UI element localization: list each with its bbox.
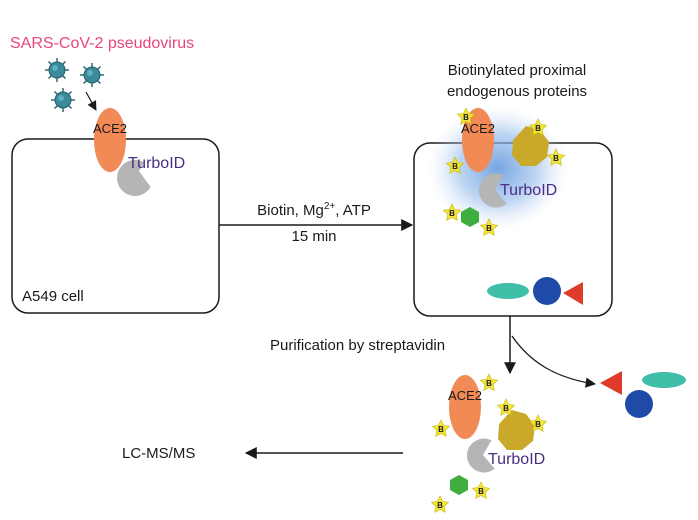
virus-label: SARS-CoV-2 pseudovirus	[10, 35, 194, 52]
hexagon-protein-right	[461, 207, 479, 227]
biotin-tag: B	[446, 156, 464, 174]
turboid-label-left: TurboID	[128, 155, 185, 172]
svg-text:B: B	[486, 224, 492, 233]
ace2-label-left: ACE2	[93, 121, 127, 136]
red-protein-unbound	[600, 371, 622, 395]
svg-text:B: B	[535, 124, 541, 133]
ace2-receptor-left	[94, 108, 126, 172]
unbound-arrow	[511, 335, 597, 388]
ace2-receptor-right	[462, 108, 494, 172]
ace2-receptor-purified	[449, 375, 481, 439]
biotin-tag: B	[443, 203, 461, 221]
svg-text:B: B	[449, 209, 455, 218]
biotin-tag: B	[480, 373, 498, 391]
svg-text:B: B	[452, 162, 458, 171]
octagon-protein-right	[512, 126, 549, 166]
reaction-label-superscript: 2+	[324, 201, 336, 212]
ace2-label-purified: ACE2	[448, 388, 482, 403]
blue-protein-right	[533, 277, 561, 305]
svg-text:B: B	[535, 420, 541, 429]
biotin-tag: B	[529, 118, 547, 136]
biotin-tag: B	[547, 148, 565, 166]
turboid-label-right: TurboID	[500, 182, 557, 199]
svg-text:B: B	[553, 154, 559, 163]
svg-text:B: B	[437, 501, 443, 510]
biotin-tag: B	[529, 414, 547, 432]
ace2-label-right: ACE2	[461, 121, 495, 136]
svg-text:B: B	[463, 113, 469, 122]
virus-particle-icon	[44, 57, 70, 83]
hexagon-protein-purified	[450, 475, 468, 495]
svg-text:B: B	[486, 379, 492, 388]
turboid-enzyme-left	[117, 160, 151, 196]
octagon-protein-purified	[498, 410, 535, 450]
reaction-label-suffix: , ATP	[335, 202, 371, 219]
biotinylated-label-line1: Biotinylated proximal	[448, 62, 586, 79]
blue-protein-unbound	[625, 390, 653, 418]
purification-label: Purification by streptavidin	[270, 337, 445, 354]
virus-particle-icon	[79, 62, 105, 88]
biotinylated-label-line2: endogenous proteins	[447, 83, 587, 100]
teal-protein-right	[487, 283, 529, 299]
cell-label: A549 cell	[22, 288, 84, 305]
virus-particle-icon	[50, 87, 76, 113]
reaction-label-prefix: Biotin, Mg	[257, 202, 324, 219]
biotin-tag: B	[480, 218, 498, 236]
teal-protein-unbound	[642, 372, 686, 388]
biotin-tag: B	[457, 107, 475, 125]
svg-text:B: B	[478, 487, 484, 496]
reaction-time-label: 15 min	[291, 228, 336, 245]
biotin-tag: B	[497, 398, 515, 416]
ms-label: LC-MS/MS	[122, 445, 195, 462]
biotin-tag: B	[432, 419, 450, 437]
red-protein-right	[563, 282, 583, 305]
biotin-tag: B	[431, 495, 449, 513]
svg-text:B: B	[503, 404, 509, 413]
biotin-tag: B	[472, 481, 490, 499]
reaction-label: Biotin, Mg2+, ATP	[257, 201, 371, 219]
virus-entry-arrow	[85, 91, 97, 111]
svg-text:B: B	[438, 425, 444, 434]
turboid-enzyme-purified	[467, 438, 495, 473]
turboid-enzyme-right	[479, 173, 507, 208]
turboid-label-purified: TurboID	[488, 451, 545, 468]
